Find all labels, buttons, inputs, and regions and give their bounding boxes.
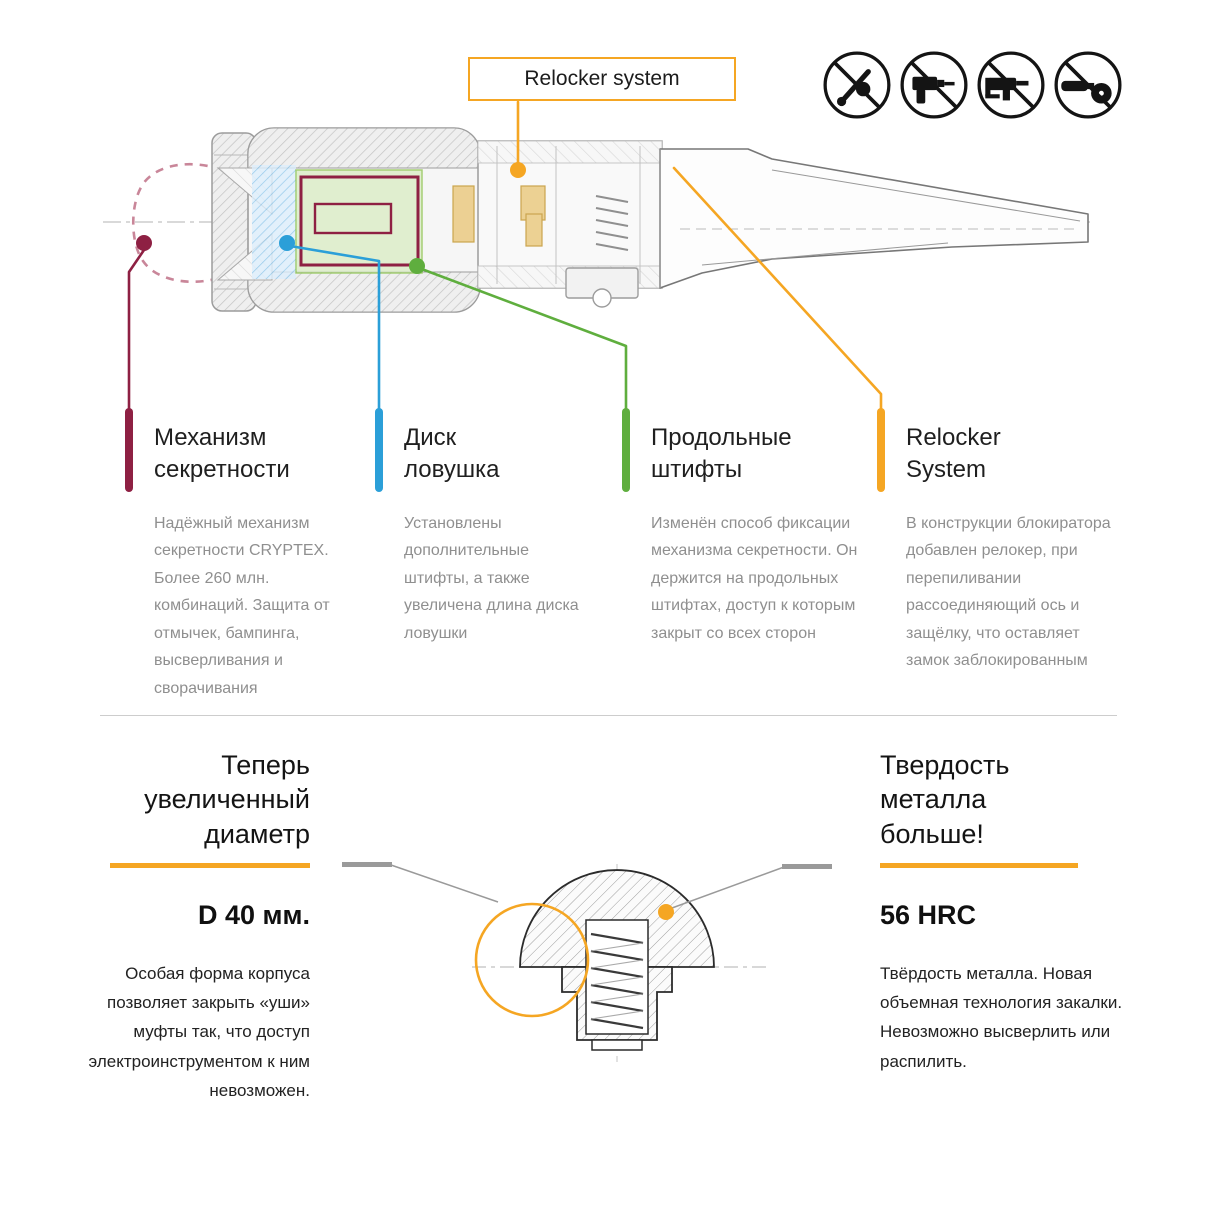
relocker-spring-detail — [595, 195, 629, 251]
feature-title-line: System — [906, 455, 987, 483]
feature-title: Relocker System — [906, 408, 1127, 486]
feature-title-line: Диск — [404, 424, 457, 451]
hardness-description: Твёрдость металла. Новая объемная технол… — [880, 963, 1123, 1071]
feature-title-line: Продольные — [651, 424, 792, 451]
feature-title: Диск ловушка — [404, 408, 625, 486]
feature-secret-mechanism: Механизм секретности Надёжный механизм с… — [125, 408, 375, 702]
callout-dot-relocker — [510, 162, 526, 178]
diameter-value: D 40 мм. — [198, 899, 310, 930]
prohibition-icons — [820, 48, 1125, 122]
no-power-drill-icon — [900, 51, 968, 119]
no-angle-grinder-icon — [1054, 51, 1122, 119]
callout-line-disc-trap — [288, 244, 381, 412]
feature-relocker-system: Relocker System В конструкции блокиратор… — [877, 408, 1127, 675]
relocker-system-label-text: Relocker system — [524, 67, 680, 90]
leader-line-left — [342, 862, 499, 903]
spring — [590, 932, 644, 1030]
lock-arm — [659, 148, 1089, 289]
feature-color-bar — [877, 408, 885, 492]
diameter-heading: Теперь увеличенный диаметр — [144, 750, 310, 849]
feature-description: В конструкции блокиратора добавлен релок… — [906, 514, 1111, 670]
diameter-description: Особая форма корпуса позволяет закрыть «… — [88, 963, 310, 1100]
feature-title-line: секретности — [154, 455, 290, 483]
hardness-block: Твердость металла больше! 56 HRC Твёрдос… — [880, 748, 1125, 1076]
highlight-circle — [474, 902, 590, 1018]
feature-description: Изменён способ фиксации механизма секрет… — [651, 514, 858, 642]
accent-underline — [110, 862, 310, 868]
feature-disc-trap: Диск ловушка Установлены дополнительные … — [375, 408, 625, 647]
longitudinal-pins-zone — [295, 169, 423, 274]
feature-title: Механизм секретности — [154, 408, 375, 486]
dome-cap — [519, 869, 715, 968]
callout-line-secret-mechanism — [127, 248, 146, 412]
disc-trap-zone — [252, 165, 296, 279]
feature-description: Надёжный механизм секретности CRYPTEX. Б… — [154, 514, 330, 697]
no-hammer-drill-icon — [977, 51, 1045, 119]
callout-line-pins — [417, 266, 628, 412]
callout-dot-pins — [409, 258, 425, 274]
callout-dot-disc-trap — [279, 235, 295, 251]
feature-description: Установлены дополнительные штифты, а так… — [404, 514, 579, 642]
code-disc-parts — [452, 185, 546, 247]
hardness-heading: Твердость металла больше! — [880, 750, 1010, 849]
highlight-dot — [658, 904, 674, 920]
feature-title-line: Механизм — [154, 424, 267, 451]
feature-color-bar — [375, 408, 383, 492]
feature-title-line: ловушка — [404, 455, 500, 483]
feature-title-line: штифты — [651, 455, 743, 483]
lock-mid-section — [477, 140, 663, 308]
callout-dot-secret-mechanism — [136, 235, 152, 251]
diameter-block: Теперь увеличенный диаметр D 40 мм. Особ… — [60, 748, 310, 1105]
feature-title: Продольные штифты — [651, 408, 872, 486]
accent-underline — [880, 862, 1078, 868]
dome-foot — [591, 1039, 643, 1051]
no-hand-drill-icon — [823, 51, 891, 119]
section-divider — [100, 715, 1117, 716]
lock-cutaway-diagram — [103, 100, 1092, 412]
secret-mechanism-outline — [299, 175, 420, 267]
relocker-system-label: Relocker system — [468, 57, 736, 101]
hub-cross-section-diagram — [342, 862, 832, 1062]
hardness-value: 56 HRC — [880, 899, 977, 930]
spring-back-coils — [590, 942, 644, 1020]
feature-color-bar — [125, 408, 133, 492]
callout-line-relocker — [672, 166, 883, 412]
feature-longitudinal-pins: Продольные штифты Изменён способ фиксаци… — [622, 408, 872, 647]
feature-color-bar — [622, 408, 630, 492]
feature-title-line: Relocker — [906, 424, 1001, 451]
leader-line-right — [671, 864, 832, 909]
